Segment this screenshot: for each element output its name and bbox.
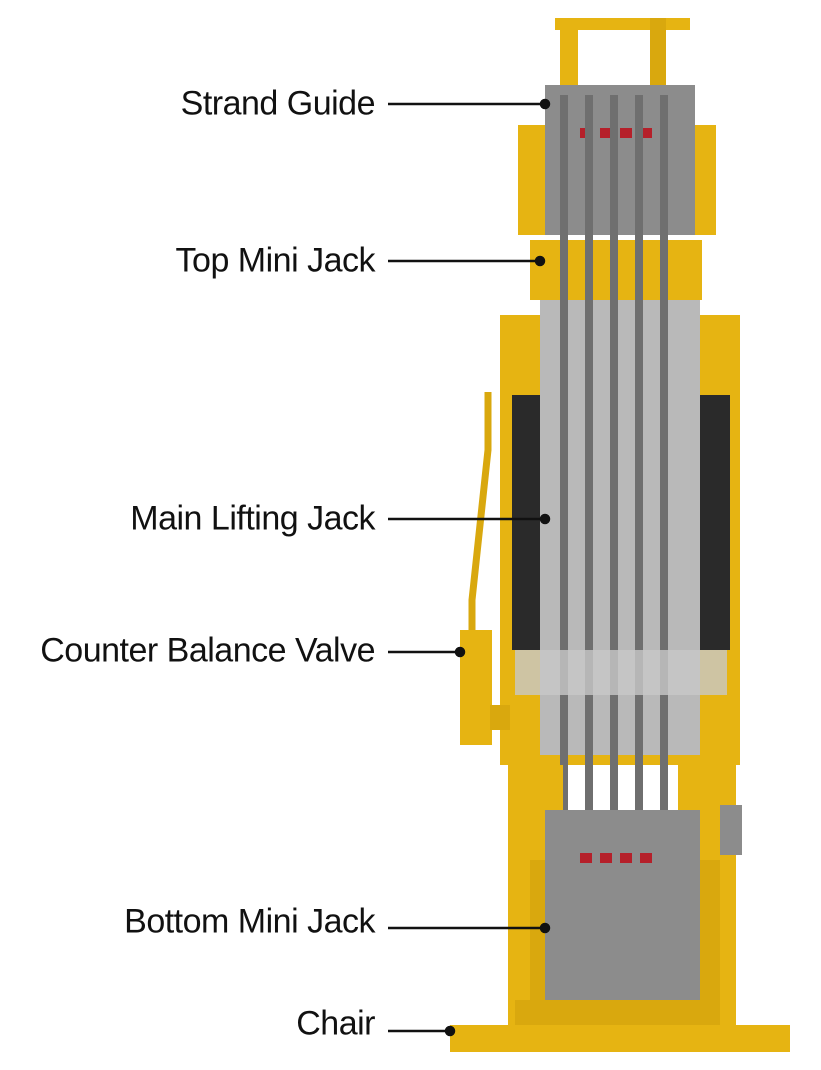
label-chair: Chair	[296, 1004, 375, 1043]
label-counter-balance-valve: Counter Balance Valve	[40, 631, 375, 670]
strand-guide-frame	[555, 18, 690, 98]
label-top-mini-jack: Top Mini Jack	[175, 241, 376, 280]
label-main-lifting-jack: Main Lifting Jack	[130, 499, 375, 538]
strands	[560, 95, 668, 995]
chair-top	[515, 1000, 715, 1025]
label-bottom-mini-jack: Bottom Mini Jack	[124, 902, 375, 941]
piston	[515, 650, 727, 695]
chair-base	[450, 1025, 790, 1052]
bottom-hose-fittings	[720, 805, 742, 855]
valve-fitting	[490, 705, 510, 730]
strand-guide-box	[545, 85, 695, 235]
label-strand-guide: Strand Guide	[180, 84, 376, 123]
leader-lines	[388, 98, 551, 1037]
counter-balance-valve	[460, 630, 492, 745]
hose	[468, 392, 492, 632]
bottom-mini-jack	[545, 810, 700, 1000]
wedges-bottom	[580, 853, 652, 863]
